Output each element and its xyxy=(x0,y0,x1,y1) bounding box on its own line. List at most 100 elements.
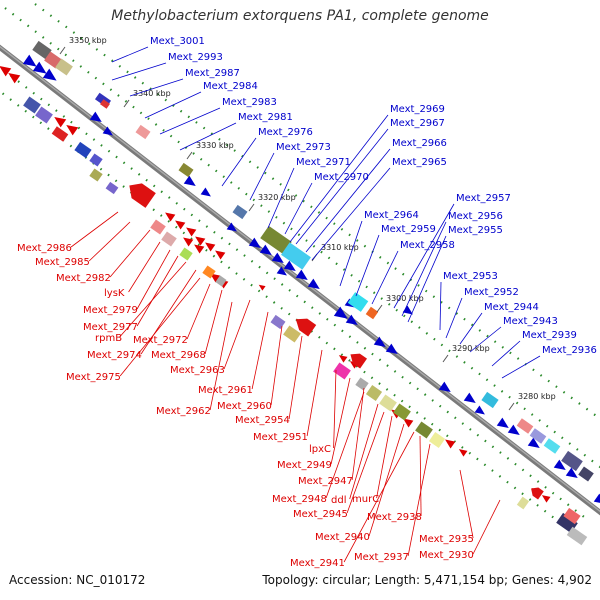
forward-gene-label-15: Mext_2959 xyxy=(381,224,436,235)
reverse-gene-label-27: Mext_2937 xyxy=(354,552,409,563)
gene-block-olive-3 xyxy=(393,403,411,421)
reverse-arrow-20 xyxy=(458,449,468,457)
reverse-leader-11 xyxy=(223,299,251,370)
reverse-leader-26 xyxy=(343,431,415,563)
reverse-gene-label-8: Mext_2975 xyxy=(66,372,121,383)
gene-block-navy-2 xyxy=(23,96,41,114)
reverse-gene-label-9: Mext_2972 xyxy=(133,335,188,346)
forward-leader-19 xyxy=(407,235,447,323)
reverse-gene-label-25: Mext_2938 xyxy=(367,512,422,523)
scale-tick-2 xyxy=(186,151,193,160)
forward-gene-label-17: Mext_2957 xyxy=(456,193,511,204)
gene-block-cyan-1 xyxy=(281,242,311,270)
reverse-label-group: Mext_2986Mext_2985Mext_2982lysKMext_2979… xyxy=(17,211,501,569)
gene-block-olive-4 xyxy=(415,421,433,439)
forward-leader-11 xyxy=(295,128,389,245)
gene-block-pink-3 xyxy=(150,219,166,235)
gene-block-pink-4 xyxy=(161,231,177,247)
reverse-gene-label-17: lpxC xyxy=(309,444,331,455)
reverse-gene-label-14: Mext_2960 xyxy=(217,401,272,412)
guide-ring-0 xyxy=(4,7,600,469)
reverse-gene-label-23: Mext_2945 xyxy=(293,509,348,520)
forward-leader-23 xyxy=(469,326,502,353)
forward-gene-label-10: Mext_2969 xyxy=(390,104,445,115)
forward-arrow-27 xyxy=(276,266,287,276)
reverse-gene-label-15: Mext_2954 xyxy=(235,415,290,426)
scale-label-7: 3280 kbp xyxy=(518,392,556,401)
reverse-arrow-10 xyxy=(183,237,194,247)
gene-red-large-2 xyxy=(295,318,317,337)
gene-block-cyan-2 xyxy=(347,292,369,312)
forward-arrow-24 xyxy=(565,467,578,479)
scale-tick-1 xyxy=(123,99,130,108)
reverse-gene-label-18: Mext_2949 xyxy=(277,460,332,471)
forward-arrow-23 xyxy=(553,459,566,471)
forward-leader-16 xyxy=(371,250,399,305)
forward-gene-label-4: Mext_2983 xyxy=(222,97,277,108)
gene-block-khaki-2 xyxy=(89,168,103,182)
reverse-arrow-2 xyxy=(54,116,67,128)
gene-block-khaki-6 xyxy=(428,432,446,448)
gene-block-khaki-4 xyxy=(365,385,383,401)
reverse-gene-label-13: Mext_2962 xyxy=(156,406,211,417)
reverse-leader-4 xyxy=(136,249,171,310)
reverse-leader-25 xyxy=(419,435,422,517)
forward-arrow-15 xyxy=(373,336,386,348)
forward-gene-label-14: Mext_2964 xyxy=(364,210,419,221)
reverse-arrow-3 xyxy=(66,124,79,136)
forward-gene-label-11: Mext_2967 xyxy=(390,118,445,129)
reverse-leader-23 xyxy=(346,411,385,514)
reverse-arrow-7 xyxy=(195,236,206,246)
forward-arrow-17 xyxy=(463,392,476,404)
forward-arrow-9 xyxy=(271,252,284,264)
forward-gene-label-13: Mext_2965 xyxy=(392,157,447,168)
forward-arrow-16 xyxy=(385,343,398,355)
reverse-leader-9 xyxy=(186,283,211,340)
reverse-gene-label-21: ddl xyxy=(331,495,346,506)
gene-block-cyan-4 xyxy=(543,438,561,454)
forward-gene-label-21: Mext_2952 xyxy=(464,287,519,298)
forward-gene-label-12: Mext_2966 xyxy=(392,138,447,149)
reverse-gene-label-0: Mext_2986 xyxy=(17,243,72,254)
forward-gene-label-3: Mext_2984 xyxy=(203,81,258,92)
reverse-arrow-4 xyxy=(165,212,176,222)
gene-block-grey-3 xyxy=(355,377,369,391)
forward-gene-label-19: Mext_2955 xyxy=(448,225,503,236)
reverse-leader-21 xyxy=(349,403,379,500)
forward-arrow-14 xyxy=(345,314,358,326)
reverse-arrow-1 xyxy=(8,72,21,84)
reverse-gene-label-12: Mext_2961 xyxy=(198,385,253,396)
reverse-leader-13 xyxy=(209,301,233,411)
forward-leader-17 xyxy=(393,203,455,309)
forward-leader-8 xyxy=(267,167,295,229)
scale-label-5: 3300 kbp xyxy=(386,294,424,303)
forward-leader-24 xyxy=(491,340,521,367)
forward-leader-14 xyxy=(339,220,363,287)
forward-gene-label-25: Mext_2936 xyxy=(542,345,597,356)
forward-leader-9 xyxy=(284,182,313,235)
gene-block-pink-1 xyxy=(135,124,151,140)
forward-arrow-18 xyxy=(438,381,451,393)
forward-gene-label-5: Mext_2981 xyxy=(238,112,293,123)
scale-label-0: 3350 kbp xyxy=(69,36,107,45)
reverse-leader-20 xyxy=(325,391,365,499)
reverse-leader-24 xyxy=(368,423,405,537)
scale-tick-0 xyxy=(59,46,66,55)
reverse-leader-7 xyxy=(140,269,197,355)
forward-arrow-1 xyxy=(32,61,47,74)
forward-gene-label-23: Mext_2943 xyxy=(503,316,558,327)
forward-leader-10 xyxy=(289,114,389,243)
reverse-arrow-14 xyxy=(258,284,266,291)
forward-leader-6 xyxy=(221,137,257,187)
forward-arrow-19 xyxy=(474,405,485,415)
forward-arrow-4 xyxy=(102,126,113,136)
gene-block-khaki-5 xyxy=(379,394,397,412)
gene-block-slate-1 xyxy=(561,450,583,472)
reverse-leader-19 xyxy=(351,387,365,481)
gene-block-violet-1 xyxy=(35,106,53,124)
scale-label-4: 3310 kbp xyxy=(321,243,359,252)
forward-arrow-21 xyxy=(507,424,520,436)
reverse-gene-label-3: lysK xyxy=(104,288,125,299)
